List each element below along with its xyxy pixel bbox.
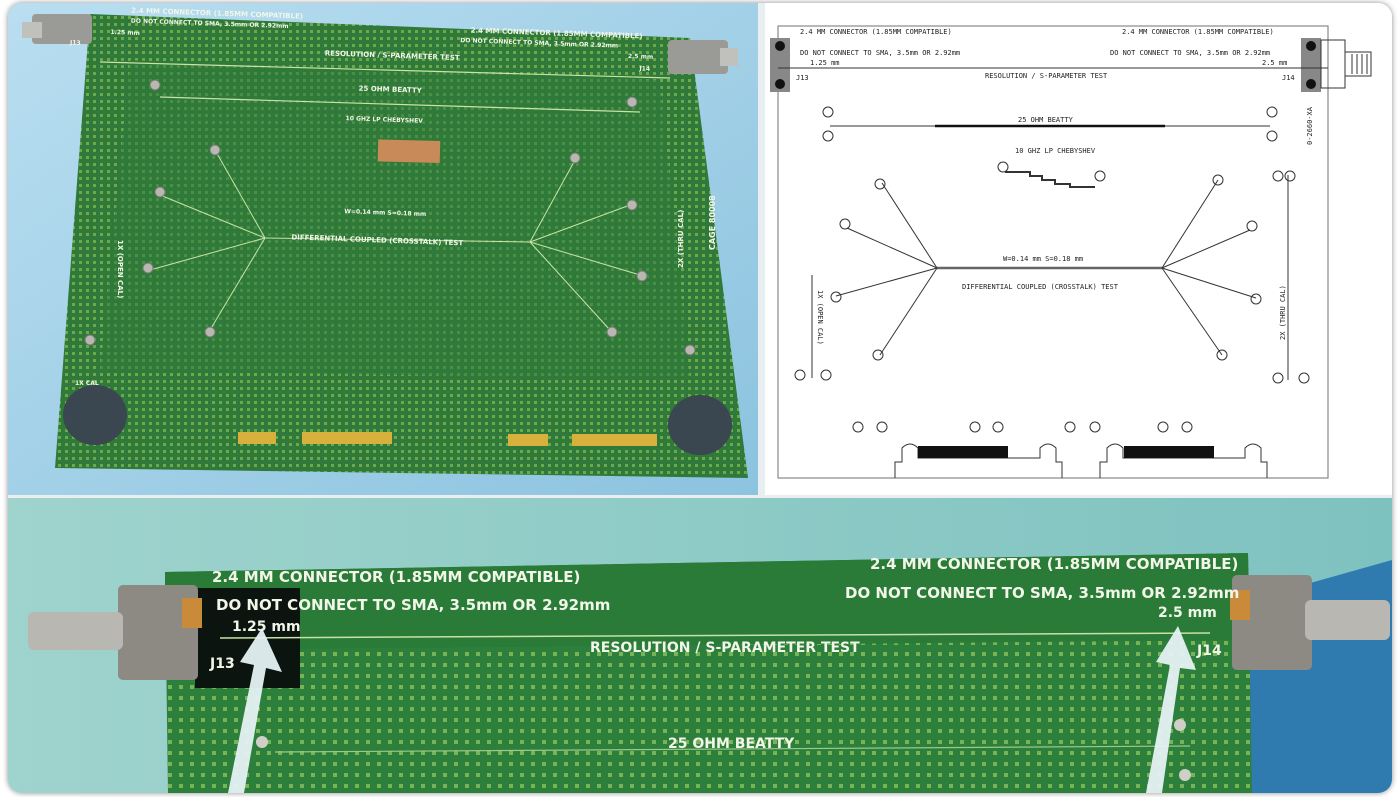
- pcb-layout-drawing: 2.4 MM CONNECTOR (1.85MM COMPATIBLE) 2.4…: [765, 3, 1392, 495]
- thru-cal-label: 2X (THRU CAL): [677, 210, 685, 268]
- chebyshev-label: 10 GHZ LP CHEBYSHEV: [345, 115, 423, 125]
- closeup-size-right: 2.5 mm: [1158, 605, 1217, 621]
- chebyshev-filter-drawing: [1005, 171, 1095, 188]
- connector-j14: [668, 40, 738, 74]
- drawing-warning-right: DO NOT CONNECT TO SMA, 3.5mm OR 2.92mm: [1110, 49, 1270, 57]
- drawing-warning-left: DO NOT CONNECT TO SMA, 3.5mm OR 2.92mm: [800, 49, 960, 57]
- drawing-part-number: 0-2660-XA: [1306, 106, 1314, 145]
- closeup-j13: J13: [209, 656, 235, 672]
- pcb-photo-closeup: 2.4 MM CONNECTOR (1.85MM COMPATIBLE) 2.4…: [8, 498, 1392, 793]
- drawing-chebyshev: 10 GHZ LP CHEBYSHEV: [1015, 147, 1096, 155]
- rubber-foot-left: [63, 385, 127, 445]
- drawing-resolution: RESOLUTION / S-PARAMETER TEST: [985, 72, 1108, 80]
- drawing-dims: W=0.14 mm S=0.18 mm: [1003, 255, 1083, 263]
- 1x-cal-label: 1X CAL: [75, 380, 99, 387]
- chebyshev-filter: [377, 139, 441, 164]
- arrow-icon-left: [228, 628, 282, 793]
- dims-label: W=0.14 mm S=0.18 mm: [344, 208, 426, 218]
- rubber-foot-right: [668, 395, 732, 455]
- cage-label: CAGE 80008: [708, 195, 717, 250]
- connector-j13-closeup: [28, 585, 202, 680]
- drawing-j14: J14: [1282, 74, 1295, 82]
- closeup-j14: J14: [1196, 643, 1222, 659]
- board-outline: [777, 25, 1329, 479]
- pcb-photo-overview: 2.4 MM CONNECTOR (1.85MM COMPATIBLE) 2.4…: [8, 3, 758, 495]
- drawing-size-left: 1.25 mm: [810, 59, 840, 67]
- drawing-connector-right: 2.4 MM CONNECTOR (1.85MM COMPATIBLE): [1122, 28, 1274, 36]
- closeup-beatty: 25 OHM BEATTY: [668, 736, 795, 752]
- edge-connector-drawing-right: [1099, 443, 1268, 478]
- connector-j13-drawing: [770, 38, 790, 92]
- closeup-warning-right: DO NOT CONNECT TO SMA, 3.5mm OR 2.92mm: [845, 584, 1239, 602]
- size-label-right: 2.5 mm: [628, 53, 653, 61]
- closeup-size-left: 1.25 mm: [232, 619, 301, 635]
- closeup-connector-right: 2.4 MM CONNECTOR (1.85MM COMPATIBLE): [870, 555, 1238, 573]
- drawing-beatty: 25 OHM BEATTY: [1018, 116, 1074, 124]
- connector-j14-closeup: [1230, 575, 1390, 670]
- drawing-diff: DIFFERENTIAL COUPLED (CROSSTALK) TEST: [962, 283, 1119, 291]
- size-label-left: 1.25 mm: [110, 29, 140, 37]
- drawing-open-cal: 1X (OPEN CAL): [816, 290, 824, 345]
- closeup-resolution: RESOLUTION / S-PARAMETER TEST: [590, 640, 860, 656]
- closeup-warning-left: DO NOT CONNECT TO SMA, 3.5mm OR 2.92mm: [216, 596, 610, 614]
- connector-j13: [22, 14, 92, 44]
- j14-label: J14: [638, 65, 650, 72]
- edge-connector-drawing-left: [894, 443, 1063, 478]
- drawing-connector-left: 2.4 MM CONNECTOR (1.85MM COMPATIBLE): [800, 28, 952, 36]
- drawing-thru-cal: 2X (THRU CAL): [1279, 285, 1287, 340]
- closeup-connector-left: 2.4 MM CONNECTOR (1.85MM COMPATIBLE): [212, 568, 580, 586]
- drawing-size-right: 2.5 mm: [1262, 59, 1287, 67]
- connector-j14-drawing: [1301, 38, 1372, 92]
- beatty-label: 25 OHM BEATTY: [358, 85, 422, 95]
- figure-frame: 2.4 MM CONNECTOR (1.85MM COMPATIBLE) 2.4…: [8, 3, 1392, 793]
- j13-label: J13: [69, 39, 81, 46]
- edge-connector-contacts: [238, 432, 657, 446]
- arrow-icon-right: [1146, 626, 1196, 793]
- open-cal-label: 1X (OPEN CAL): [116, 240, 124, 298]
- drawing-j13: J13: [796, 74, 809, 82]
